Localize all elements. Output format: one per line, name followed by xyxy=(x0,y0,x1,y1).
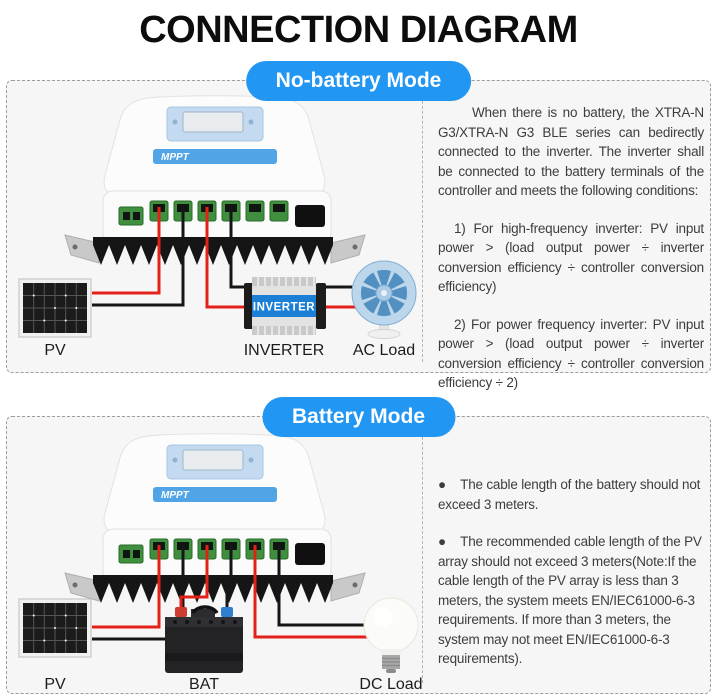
dc-load-positive-wire xyxy=(253,545,367,639)
inverter-negative-wire xyxy=(229,207,248,289)
inverter-device: INVERTER xyxy=(244,277,326,335)
mppt-label: MPPT xyxy=(161,152,190,163)
battery-positive-wire xyxy=(179,545,209,609)
battery-mode-section: Battery Mode MPPT xyxy=(6,397,711,694)
battery-note-1: ● The cable length of the battery should… xyxy=(438,477,701,512)
inverter-positive-wire xyxy=(205,207,248,309)
battery-diagram-art: MPPT xyxy=(18,433,422,693)
no-battery-diagram-art: MPPT xyxy=(18,95,417,359)
com-port xyxy=(295,205,325,227)
lcd-screen xyxy=(182,449,244,471)
pv-panel xyxy=(18,278,92,338)
battery-notes: ● The cable length of the battery should… xyxy=(422,417,710,693)
inverter-band-label: INVERTER xyxy=(253,302,315,314)
charge-controller: MPPT xyxy=(64,95,366,265)
fan xyxy=(351,260,417,339)
pv-label: PV xyxy=(44,676,66,693)
bat-label: BAT xyxy=(189,676,219,693)
no-battery-condition-2: 2) For power frequency inverter: PV inpu… xyxy=(438,316,704,391)
lcd-screen xyxy=(182,111,244,133)
dc-load-negative-wire xyxy=(277,545,365,627)
section-divider xyxy=(422,91,423,362)
mppt-label: MPPT xyxy=(161,490,190,501)
charge-controller: MPPT xyxy=(64,433,366,603)
heatsink xyxy=(93,237,333,245)
battery-negative-terminal xyxy=(221,607,233,617)
battery-diagram: MPPT xyxy=(7,417,422,693)
pv-panel xyxy=(18,598,92,658)
com-port xyxy=(295,543,325,565)
battery-positive-terminal xyxy=(175,607,187,617)
battery-note-2: ● The recommended cable length of the PV… xyxy=(438,534,702,666)
heatsink xyxy=(93,575,333,583)
battery xyxy=(165,605,243,673)
battery-negative-wire xyxy=(225,545,233,607)
pv-label: PV xyxy=(44,342,66,359)
battery-mode-badge: Battery Mode xyxy=(261,397,456,437)
no-battery-condition-1: 1) For high-frequency inverter: PV input… xyxy=(438,220,704,295)
connection-diagram-page: CONNECTION DIAGRAM No-battery Mode MPPT xyxy=(0,6,717,694)
ac-load-label: AC Load xyxy=(353,342,415,359)
mppt-stripe xyxy=(153,487,277,502)
no-battery-notes: When there is no battery, the XTRA-N G3/… xyxy=(422,81,710,390)
page-title: CONNECTION DIAGRAM xyxy=(139,9,578,51)
wires xyxy=(92,207,361,309)
no-battery-mode-badge: No-battery Mode xyxy=(245,61,472,101)
dc-load-label: DC Load xyxy=(359,676,422,693)
section-divider xyxy=(422,427,423,683)
pv-positive-wire xyxy=(92,207,161,295)
mppt-stripe xyxy=(153,149,277,164)
no-battery-mode-section: No-battery Mode MPPT xyxy=(6,61,711,390)
pv-negative-wire xyxy=(92,207,185,307)
no-battery-intro: When there is no battery, the XTRA-N G3/… xyxy=(438,105,704,198)
pv-positive-wire xyxy=(92,545,161,629)
inverter-band xyxy=(252,295,316,317)
light-bulb xyxy=(363,597,419,673)
inverter-label: INVERTER xyxy=(244,342,325,359)
no-battery-diagram: MPPT xyxy=(7,81,422,372)
